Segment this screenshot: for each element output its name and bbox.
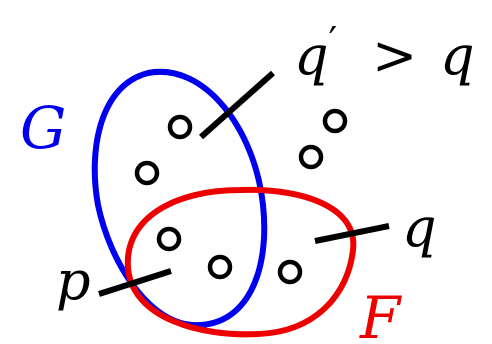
point-circle — [277, 259, 303, 285]
point-circle — [207, 254, 233, 280]
pointer-line-q-prime — [199, 70, 275, 140]
label-inequality: q′>q — [294, 19, 475, 87]
pointer-line-q — [314, 223, 390, 244]
inequality-lhs: q — [294, 24, 329, 87]
point-circle — [156, 226, 182, 252]
label-set-g: G — [20, 94, 66, 162]
label-point-q: q — [402, 196, 437, 259]
inequality-rhs: q — [440, 24, 475, 87]
set-f-outline — [124, 186, 357, 338]
inequality-prime: ′ — [329, 19, 338, 63]
point-circle — [322, 108, 348, 134]
point-circle — [134, 160, 160, 186]
pointer-line-p — [98, 268, 172, 297]
inequality-operator: > — [372, 24, 417, 87]
point-circle — [167, 114, 193, 140]
label-set-f: F — [359, 284, 402, 344]
point-circle — [298, 144, 324, 170]
label-point-p: p — [56, 249, 91, 312]
